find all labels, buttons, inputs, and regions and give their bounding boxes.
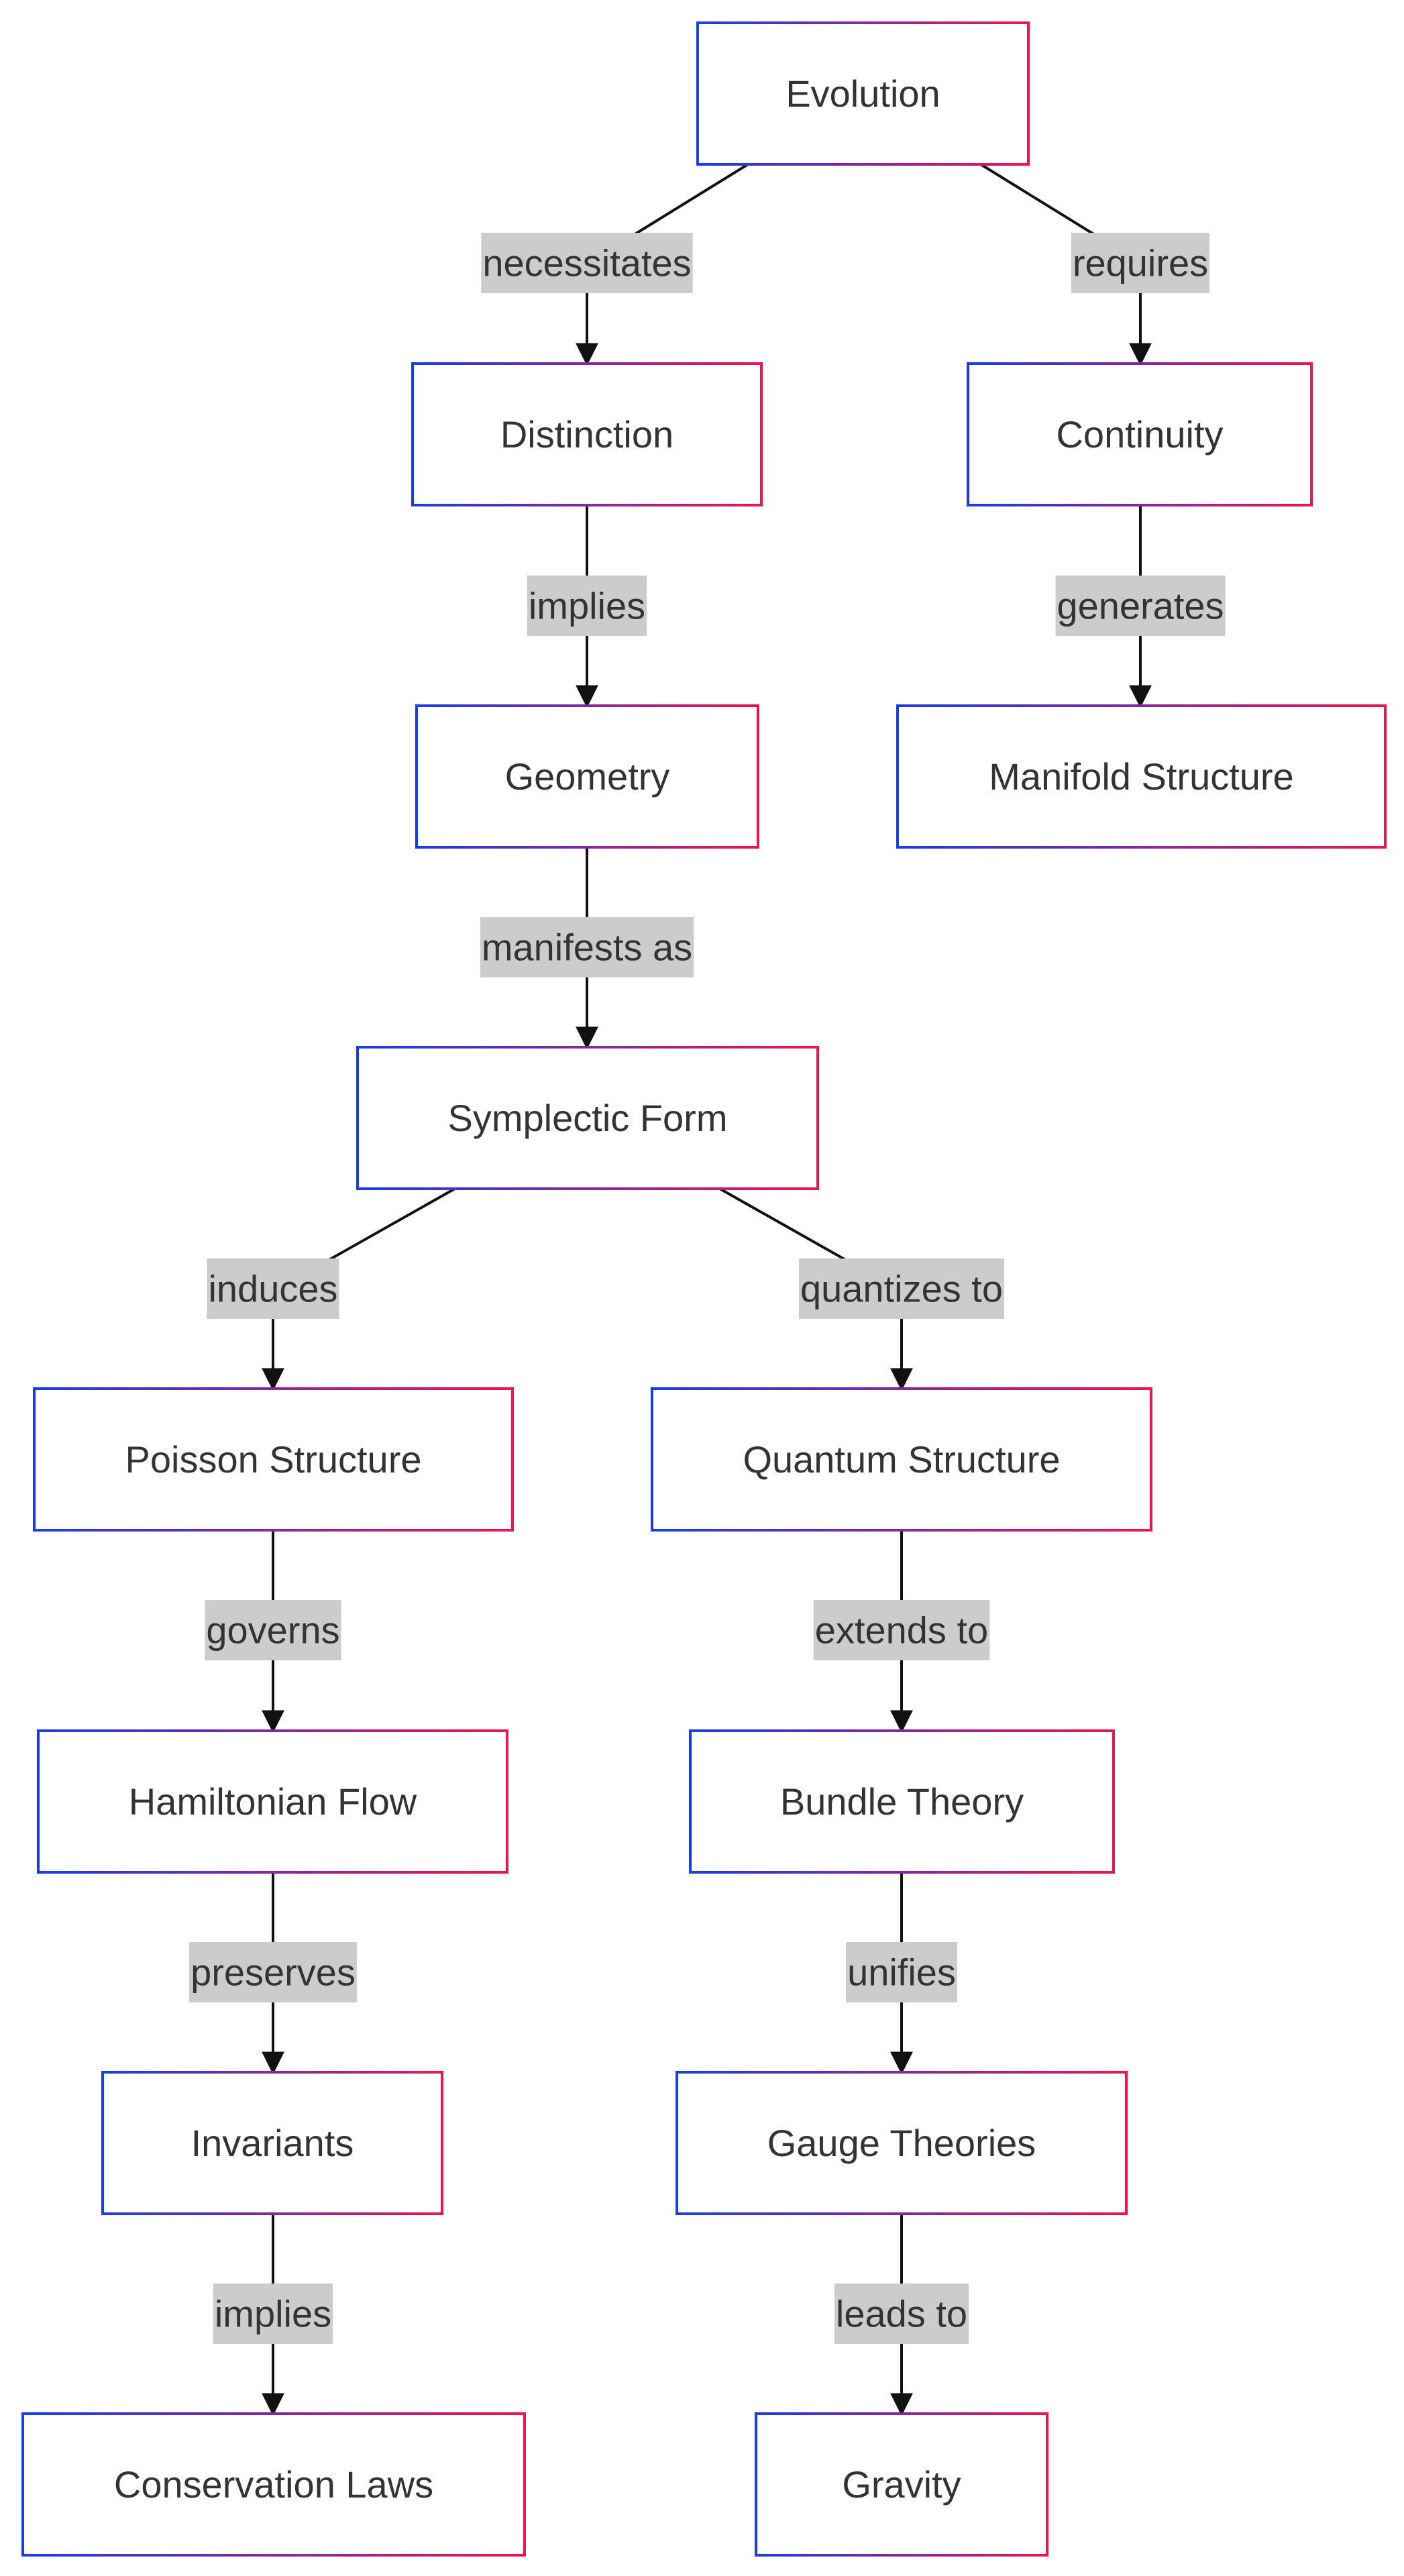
edge-label-invariants-to-conservation: implies	[213, 2284, 333, 2344]
node-label: Manifold Structure	[989, 755, 1293, 798]
edge-label-background	[799, 1258, 1004, 1319]
edge-label-evolution-to-continuity: requires	[1071, 233, 1210, 293]
edge-label-text: generates	[1057, 585, 1224, 627]
edge-label-text: unifies	[847, 1951, 956, 1994]
edge-label-quantum-to-bundle: extends to	[813, 1600, 990, 1660]
edge-label-text: implies	[529, 585, 645, 627]
edge-label-continuity-to-manifold: generates	[1055, 576, 1226, 636]
node-label: Geometry	[505, 755, 670, 798]
node-box	[37, 1729, 508, 1874]
node-gravity[interactable]: Gravity	[755, 2412, 1048, 2557]
node-continuity[interactable]: Continuity	[967, 362, 1313, 506]
node-box	[101, 2071, 443, 2215]
node-geometry[interactable]: Geometry	[415, 704, 759, 849]
node-gauge[interactable]: Gauge Theories	[676, 2071, 1128, 2215]
node-label: Conservation Laws	[114, 2463, 433, 2506]
node-label: Bundle Theory	[780, 1780, 1024, 1823]
node-box	[651, 1387, 1152, 1532]
node-quantum[interactable]: Quantum Structure	[651, 1387, 1152, 1532]
edge-label-text: requires	[1073, 242, 1208, 284]
node-bundle[interactable]: Bundle Theory	[689, 1729, 1115, 1874]
edge-label-poisson-to-hamiltonian: governs	[205, 1600, 341, 1660]
node-conservation[interactable]: Conservation Laws	[21, 2412, 526, 2557]
node-box	[967, 362, 1313, 506]
node-box	[21, 2412, 526, 2557]
node-box	[755, 2412, 1048, 2557]
node-label: Distinction	[500, 413, 673, 455]
node-label: Quantum Structure	[743, 1438, 1060, 1481]
edge-label-background	[205, 1600, 341, 1660]
edge-label-text: quantizes to	[800, 1268, 1003, 1310]
node-label: Invariants	[191, 2122, 354, 2164]
node-box	[415, 704, 759, 849]
edge-label-evolution-to-distinction: necessitates	[481, 233, 693, 293]
node-distinction[interactable]: Distinction	[411, 362, 763, 506]
edge-label-text: leads to	[836, 2293, 967, 2335]
edge-label-symplectic-to-quantum: quantizes to	[799, 1258, 1004, 1319]
node-manifold[interactable]: Manifold Structure	[896, 704, 1387, 849]
node-label: Poisson Structure	[125, 1438, 422, 1481]
edge-label-background	[480, 917, 694, 977]
node-label: Continuity	[1056, 413, 1223, 455]
node-box	[411, 362, 763, 506]
node-label: Evolution	[786, 72, 940, 115]
node-label: Hamiltonian Flow	[129, 1780, 417, 1823]
node-poisson[interactable]: Poisson Structure	[33, 1387, 514, 1532]
edge-label-text: necessitates	[482, 242, 691, 284]
edge-label-background	[481, 233, 693, 293]
edge-label-text: preserves	[191, 1951, 356, 1994]
edge-label-background	[189, 1942, 357, 2002]
edge-label-background	[834, 2284, 969, 2344]
edge-label-gauge-to-gravity: leads to	[834, 2284, 969, 2344]
node-hamiltonian[interactable]: Hamiltonian Flow	[37, 1729, 508, 1874]
edge-label-hamiltonian-to-invariants: preserves	[189, 1942, 357, 2002]
edge-label-bundle-to-gauge: unifies	[846, 1942, 957, 2002]
edge-label-distinction-to-geometry: implies	[527, 576, 647, 636]
node-box	[33, 1387, 514, 1532]
node-box	[676, 2071, 1128, 2215]
node-evolution[interactable]: Evolution	[696, 21, 1030, 166]
edge-label-geometry-to-symplectic: manifests as	[480, 917, 694, 977]
edge-label-text: induces	[208, 1268, 337, 1310]
edge-label-background	[207, 1258, 339, 1319]
edge-label-background	[213, 2284, 333, 2344]
edge-label-background	[1055, 576, 1226, 636]
node-box	[356, 1046, 819, 1190]
edge-label-background	[846, 1942, 957, 2002]
node-box	[689, 1729, 1115, 1874]
edge-label-background	[527, 576, 647, 636]
node-label: Symplectic Form	[448, 1097, 728, 1139]
edge-label-text: governs	[206, 1609, 339, 1652]
node-box	[696, 21, 1030, 166]
edge-label-text: extends to	[815, 1609, 988, 1652]
node-label: Gauge Theories	[767, 2122, 1036, 2164]
edge-label-text: manifests as	[482, 926, 692, 969]
edge-label-background	[813, 1600, 990, 1660]
edge-label-background	[1071, 233, 1210, 293]
edge-label-text: implies	[215, 2293, 331, 2335]
edge-label-symplectic-to-poisson: induces	[207, 1258, 339, 1319]
node-label: Gravity	[842, 2463, 961, 2506]
node-box	[896, 704, 1387, 849]
node-symplectic[interactable]: Symplectic Form	[356, 1046, 819, 1190]
node-invariants[interactable]: Invariants	[101, 2071, 443, 2215]
